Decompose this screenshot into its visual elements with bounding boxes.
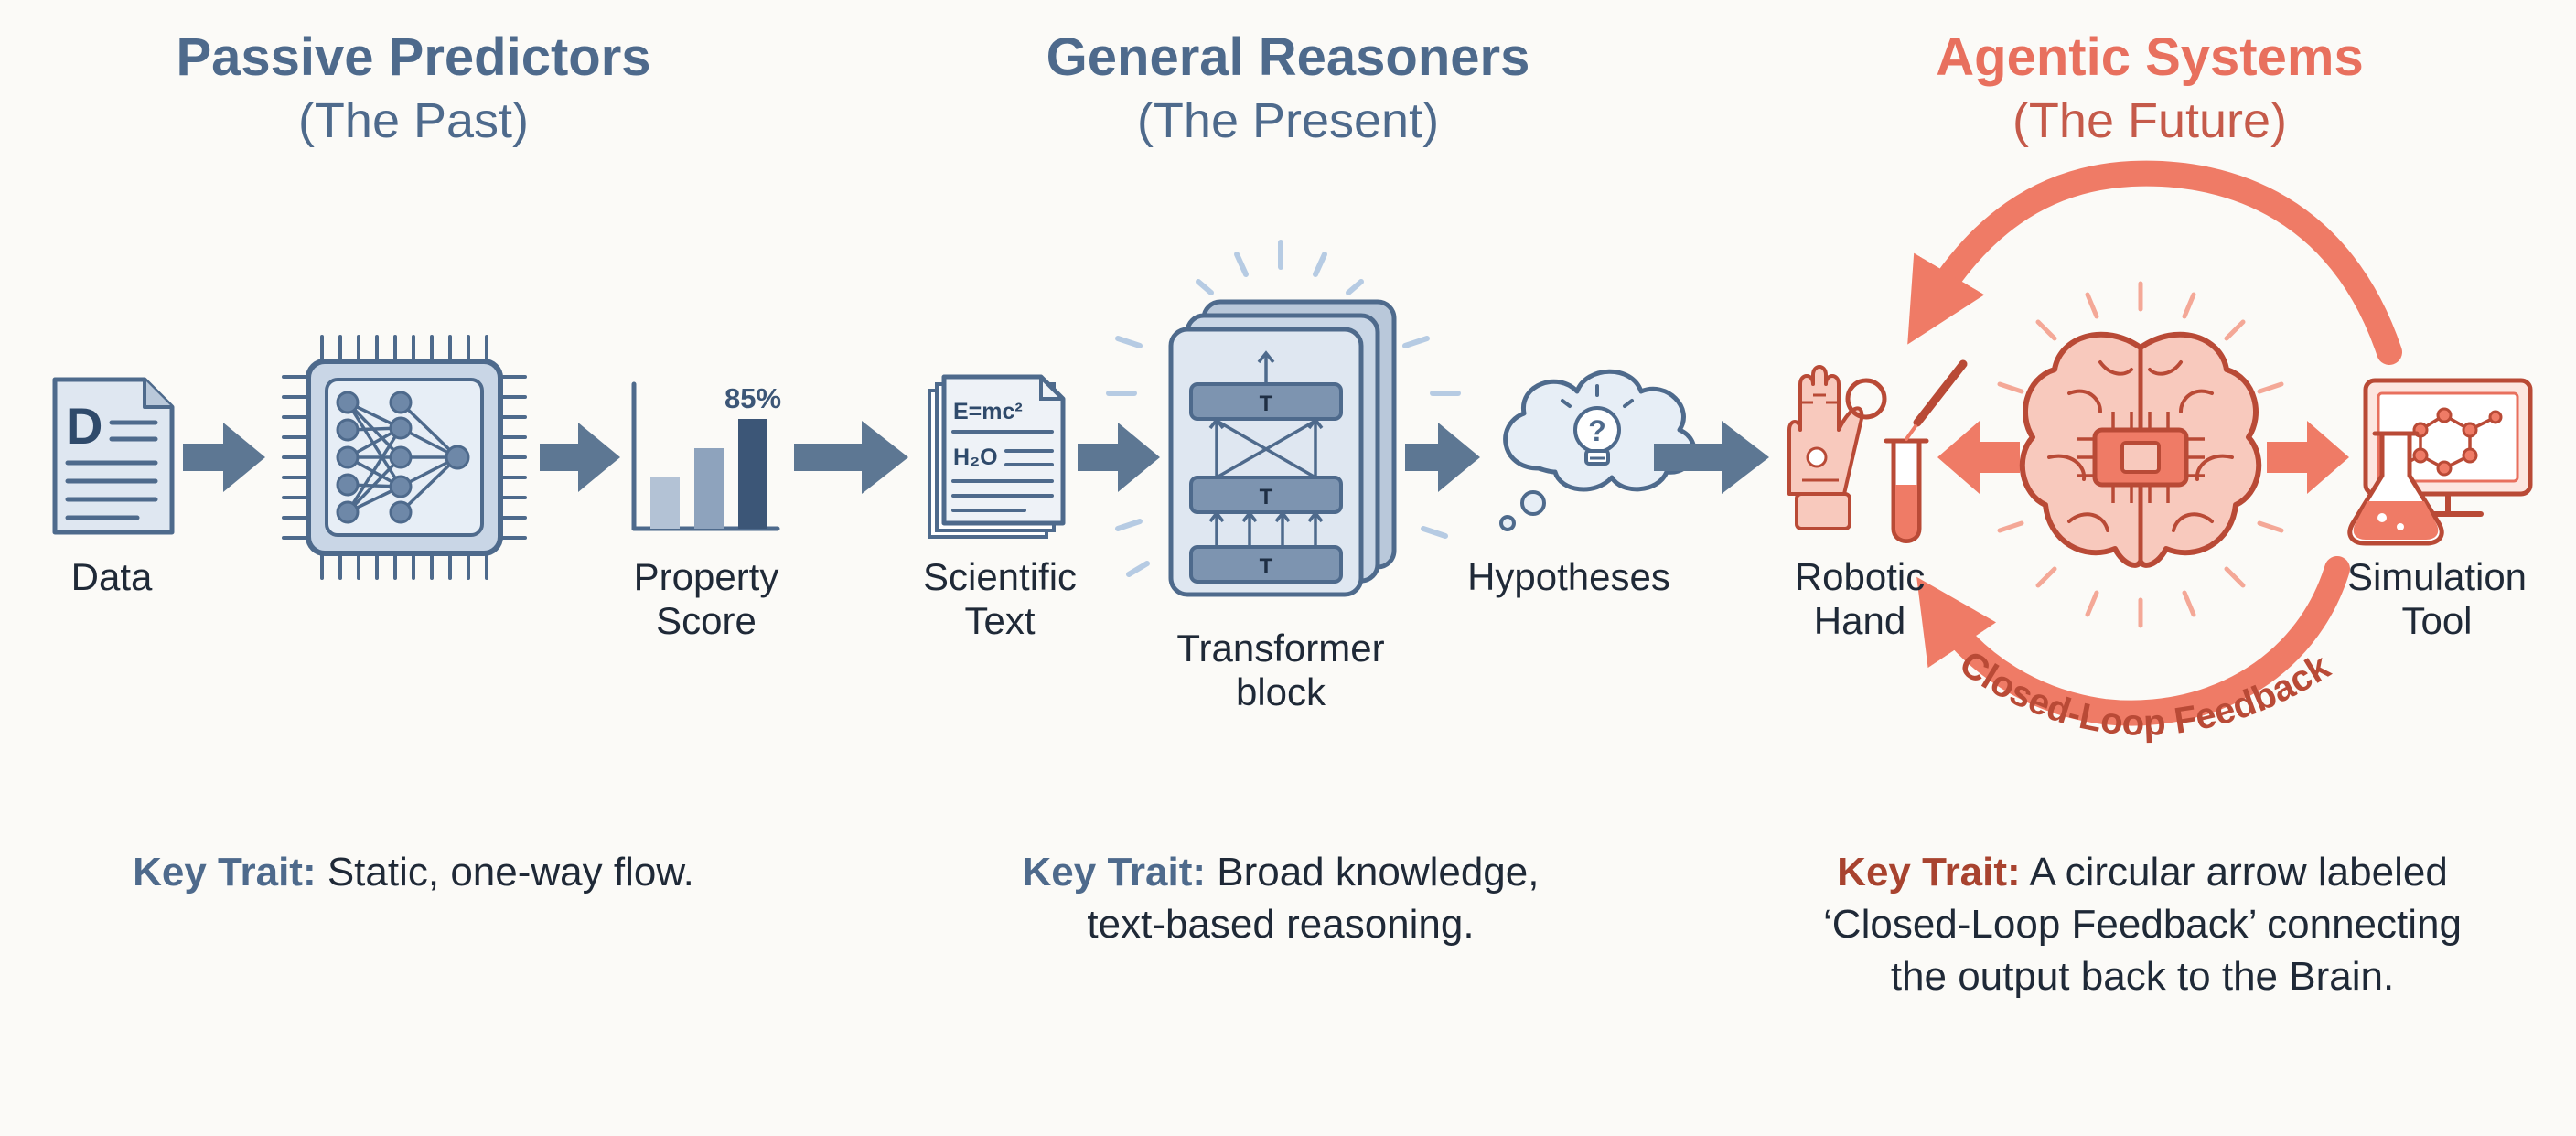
trait-present-key: Key Trait:: [1023, 850, 1207, 895]
svg-text:?: ?: [1588, 414, 1606, 447]
trait-past-key: Key Trait:: [133, 850, 317, 895]
scientific-papers-icon: E=mc² H₂O: [928, 374, 1066, 539]
arrow-brain-to-hand: [1937, 421, 2020, 494]
test-tube-icon: [1884, 438, 1929, 543]
stage-subtitle-future: (The Future): [2012, 93, 2287, 148]
stage-title-future: Agentic Systems: [1936, 27, 2363, 87]
loop-arrow-bottom: [1916, 556, 2350, 726]
label-property: Property: [634, 555, 779, 598]
monitor-molecule-icon: [2363, 378, 2533, 517]
neural-chip-icon: [282, 335, 527, 580]
brain-chip-icon: [1997, 281, 2284, 628]
transformer-layer-label-3: T: [1260, 554, 1273, 579]
trait-future: Key Trait: A circular arrow labeled ‘Clo…: [1823, 850, 2462, 999]
lightbulb-icon: ?: [1561, 384, 1634, 466]
arrow-chart-to-text: [794, 421, 908, 494]
transformer-layer-label-1: T: [1260, 391, 1273, 416]
label-block: block: [1236, 670, 1326, 713]
label-text: Text: [964, 599, 1035, 642]
trait-present-line-2: text-based reasoning.: [1087, 902, 1474, 947]
stage-past-header: Passive Predictors (The Past): [176, 27, 650, 148]
document-icon: D: [52, 377, 175, 535]
loop-arrow-top: [1907, 160, 2402, 365]
trait-future-line-1: Key Trait: A circular arrow labeled: [1837, 850, 2448, 895]
bar-value-label: 85%: [724, 382, 781, 414]
trait-future-key: Key Trait:: [1837, 850, 2021, 895]
arrow-transformer-to-hypotheses: [1405, 423, 1480, 492]
label-data: Data: [71, 555, 153, 598]
stage-title-past: Passive Predictors: [176, 27, 650, 87]
label-robotic: Robotic: [1795, 555, 1925, 598]
stage-present-header: General Reasoners (The Present): [1046, 27, 1530, 148]
stage-subtitle-past: (The Past): [298, 93, 529, 148]
arrow-hypotheses-to-agentic: [1654, 421, 1769, 494]
label-scientific: Scientific: [923, 555, 1077, 598]
formula-h2o: H₂O: [953, 445, 998, 470]
stage-future-header: Agentic Systems (The Future): [1936, 27, 2363, 148]
bar-chart-icon: 85%: [631, 381, 781, 531]
robotic-hand-icon: [1787, 365, 1887, 530]
pipette-icon: [1905, 359, 1968, 441]
trait-present: Key Trait: Broad knowledge, text-based r…: [1023, 850, 1540, 947]
trait-future-text-1: A circular arrow labeled: [2021, 850, 2448, 895]
flask-icon: [2347, 431, 2444, 546]
formula-emc2: E=mc²: [953, 399, 1023, 424]
arrow-brain-to-tool: [2267, 421, 2349, 494]
thought-bubble-icon: ?: [1499, 369, 1697, 531]
label-tool: Tool: [2401, 599, 2472, 642]
trait-past-text-1: Static, one-way flow.: [317, 850, 694, 895]
stage-title-present: General Reasoners: [1046, 27, 1530, 87]
label-score: Score: [656, 599, 757, 642]
trait-future-line-3: the output back to the Brain.: [1891, 954, 2394, 999]
label-hand: Hand: [1814, 599, 1905, 642]
trait-past: Key Trait: Static, one-way flow.: [133, 850, 694, 895]
document-letter: D: [66, 397, 102, 455]
trait-present-line-1: Key Trait: Broad knowledge,: [1023, 850, 1540, 895]
label-transformer: Transformer: [1176, 627, 1384, 670]
arrow-text-to-transformer: [1078, 423, 1160, 492]
trait-future-line-2: ‘Closed-Loop Feedback’ connecting: [1823, 902, 2462, 947]
stage-subtitle-present: (The Present): [1137, 93, 1439, 148]
label-hypotheses: Hypotheses: [1467, 555, 1670, 598]
transformer-stack-icon: T T T: [1106, 240, 1461, 597]
arrow-chip-to-chart: [540, 423, 620, 492]
label-simulation: Simulation: [2347, 555, 2527, 598]
trait-past-line-1: Key Trait: Static, one-way flow.: [133, 850, 694, 895]
arrow-data-to-chip: [183, 423, 265, 492]
transformer-layer-label-2: T: [1260, 485, 1273, 509]
trait-present-text-1: Broad knowledge,: [1206, 850, 1539, 895]
